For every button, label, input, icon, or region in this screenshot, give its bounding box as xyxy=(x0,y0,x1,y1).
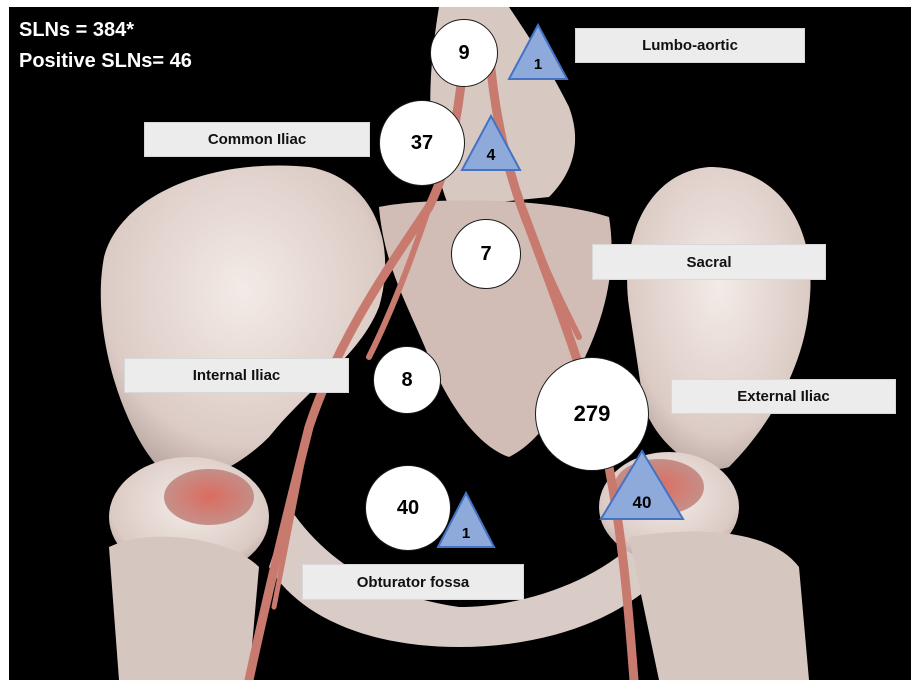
positive-triangle-obturator-fossa: 1 xyxy=(436,491,496,549)
positive-count-common-iliac: 4 xyxy=(460,147,522,165)
positive-triangle-external-iliac: 40 xyxy=(599,449,685,521)
right-iliac-wing xyxy=(627,167,810,469)
sln-circle-lumbo-aortic: 9 xyxy=(430,19,498,87)
left-femur xyxy=(109,537,259,680)
positive-count-lumbo-aortic: 1 xyxy=(507,56,569,73)
label-obturator-fossa: Obturator fossa xyxy=(302,564,524,600)
left-hip-joint xyxy=(164,469,254,525)
label-internal-iliac: Internal Iliac xyxy=(124,358,349,393)
label-lumbo-aortic: Lumbo-aortic xyxy=(575,28,805,63)
positive-count-obturator-fossa: 1 xyxy=(436,525,496,542)
positive-count-external-iliac: 40 xyxy=(599,493,685,513)
figure-panel: SLNs = 384* Positive SLNs= 46 Lumbo-aort… xyxy=(9,7,911,680)
sln-circle-common-iliac: 37 xyxy=(379,100,465,186)
sln-circle-internal-iliac: 8 xyxy=(373,346,441,414)
right-femur xyxy=(629,531,809,680)
positive-sln-count: Positive SLNs= 46 xyxy=(19,51,192,71)
positive-triangle-common-iliac: 4 xyxy=(460,114,522,172)
label-external-iliac: External Iliac xyxy=(671,379,896,414)
positive-triangle-lumbo-aortic: 1 xyxy=(507,23,569,81)
total-sln-count: SLNs = 384* xyxy=(19,20,134,40)
label-sacral: Sacral xyxy=(592,244,826,280)
sln-circle-sacral: 7 xyxy=(451,219,521,289)
label-common-iliac: Common Iliac xyxy=(144,122,370,157)
